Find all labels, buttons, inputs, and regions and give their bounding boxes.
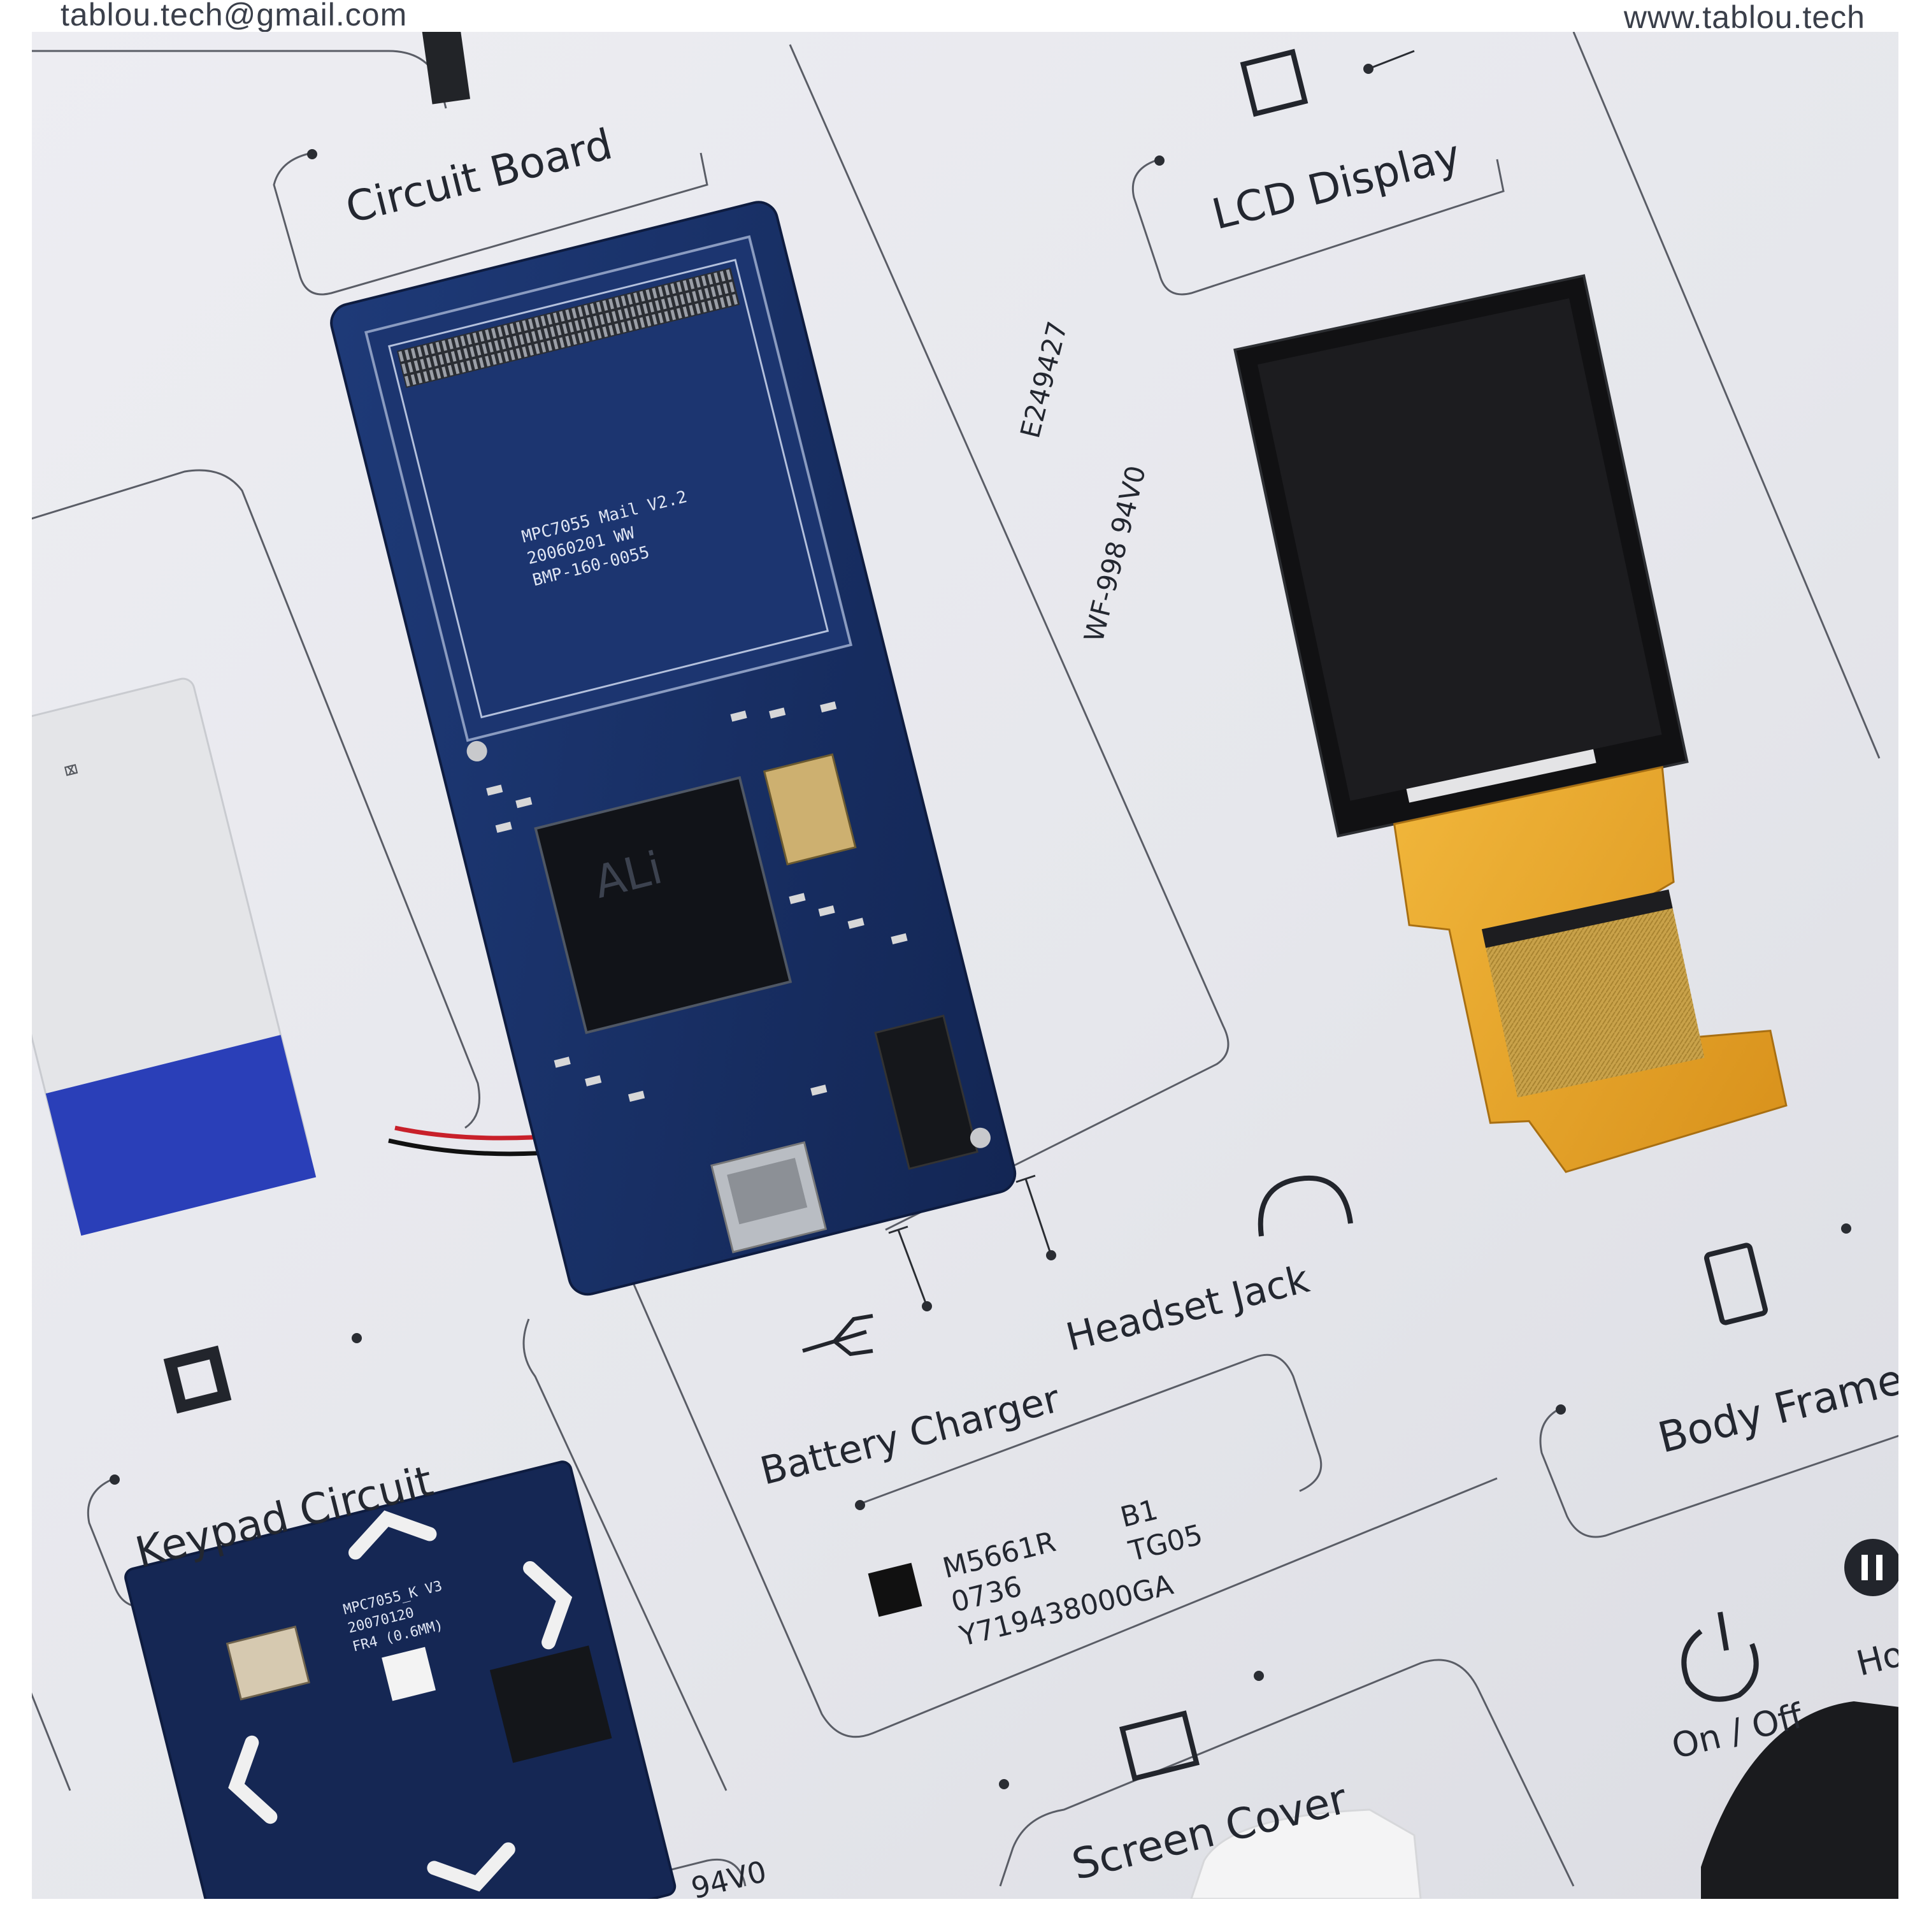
top-ribbon-connector xyxy=(421,32,471,105)
label-headset-jack: Headset Jack xyxy=(1062,1257,1314,1360)
board-marking-2: E249427 xyxy=(1014,318,1073,441)
header-email: tablou.tech@gmail.com xyxy=(61,0,408,32)
bubble-chip xyxy=(859,1353,1323,1505)
label-body-frame: Body Frame xyxy=(1653,1355,1898,1463)
bubble-lcd xyxy=(1131,158,1505,296)
white-part-bottom xyxy=(1190,1808,1422,1899)
power-icon xyxy=(1681,1611,1759,1702)
chip-col2-line-1: B1 xyxy=(1117,1494,1161,1534)
display-scene: ⌧ MPC7055 Mail V2.2 20060201 WW BMP-160-… xyxy=(32,32,1898,1899)
dark-part-bottom-right xyxy=(1701,1701,1898,1899)
panel-lower-mid xyxy=(605,1858,747,1887)
panel-lcd-right xyxy=(1572,32,1881,759)
keypad-square-icon xyxy=(163,1345,232,1414)
main-pcb: MPC7055 Mail V2.2 20060201 WW BMP-160-00… xyxy=(330,201,1017,1296)
keypad-pcb: MPC7055_K V3 20070120 FR4 (0.6MM) xyxy=(124,1460,677,1899)
panel-left-upper xyxy=(32,50,447,109)
icons xyxy=(163,48,1768,1782)
label-hold-partial: Ho xyxy=(1853,1634,1898,1684)
square-display-icon xyxy=(1240,48,1309,117)
chip-info: M5661R 0736 Y719438000GA B1 TG05 xyxy=(940,1494,1206,1653)
panel-screen-cover xyxy=(999,1659,1575,1887)
label-battery-charger: Battery Charger xyxy=(756,1376,1065,1494)
photo-frame: ⌧ MPC7055 Mail V2.2 20060201 WW BMP-160-… xyxy=(32,32,1898,1899)
bubble-body-frame xyxy=(1539,1407,1898,1538)
partial-bottom-text: 94V0 xyxy=(688,1854,770,1899)
panel-central xyxy=(789,44,1230,1231)
board-marking-1: WF-998 94V0 xyxy=(1078,463,1152,645)
body-frame-icon xyxy=(1704,1243,1768,1325)
battery: ⌧ xyxy=(32,677,317,1236)
label-bubbles xyxy=(87,152,1898,1608)
screen-cover-icon xyxy=(1119,1710,1200,1782)
header-website: www.tablou.tech xyxy=(1623,0,1865,35)
leader-lines xyxy=(888,50,1415,1307)
panel-keypad-right xyxy=(522,1318,728,1791)
panel-keypad xyxy=(32,1692,71,1791)
panel-battery xyxy=(32,469,480,1129)
headphones-icon xyxy=(1258,1175,1353,1237)
chip-icon xyxy=(868,1562,922,1617)
lcd-module xyxy=(1233,274,1788,1173)
usb-icon xyxy=(802,1314,873,1357)
hold-icon xyxy=(1844,1539,1898,1596)
bubble-circuit-board xyxy=(273,152,708,296)
label-circuit-board: Circuit Board xyxy=(341,119,617,233)
label-lcd-display: LCD Display xyxy=(1207,131,1465,240)
